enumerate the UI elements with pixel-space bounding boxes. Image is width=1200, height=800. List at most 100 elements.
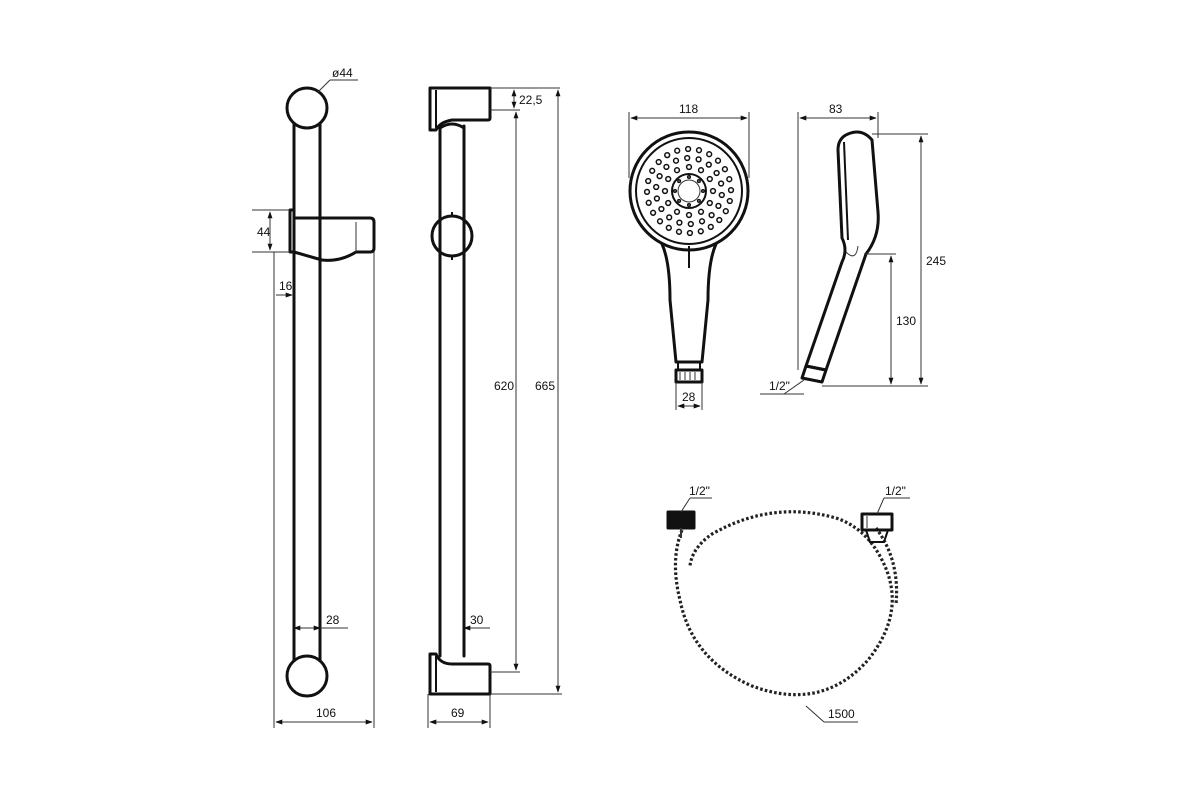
slide-bar-side-view: 22,5 620 665 30 69: [427, 86, 562, 728]
nozzle-hole: [663, 163, 670, 171]
nozzle-hole: [706, 151, 713, 158]
dim-head-connector: 28: [682, 390, 696, 404]
spray-nozzles: [643, 145, 735, 237]
nozzle-hole: [706, 175, 713, 183]
nozzle-hole: [673, 208, 681, 215]
nozzle-hole: [649, 167, 656, 174]
nozzle-hole: [697, 167, 705, 174]
hand-shower-front-view: 118 28: [628, 102, 750, 410]
dim-hose-length: 1500: [828, 707, 855, 721]
top-round-end: [285, 86, 329, 130]
dim-hose-thread-left: 1/2": [689, 484, 710, 498]
slide-bar-front-view: ø44 44 16 28 106: [252, 66, 376, 728]
nozzle-hole: [661, 187, 669, 195]
nozzle-hole: [707, 223, 714, 231]
nozzle-hole: [698, 218, 706, 225]
hose-left-nut: [666, 510, 696, 530]
center-nozzle-hole: [672, 188, 678, 194]
nozzle-hole: [714, 157, 722, 164]
nozzle-hole: [658, 205, 665, 213]
nozzle-hole: [686, 229, 694, 237]
dim-side-depth: 83: [829, 102, 843, 116]
nozzle-hole: [672, 157, 680, 164]
center-nozzle-hole: [700, 188, 706, 194]
hose-coil: [673, 510, 894, 697]
nozzle-hole: [726, 197, 733, 205]
center-nozzle-hole: [686, 202, 692, 208]
nozzle-hole: [721, 166, 729, 173]
center-nozzle-hole: [686, 174, 692, 180]
nozzle-hole: [716, 216, 723, 224]
shower-hose: 1/2" 1/2" 1500: [666, 484, 910, 723]
shower-head-outer: [628, 130, 750, 252]
nozzle-hole: [717, 180, 725, 187]
nozzle-hole: [676, 219, 683, 226]
nozzle-hole: [665, 224, 672, 231]
bottom-round-end: [285, 654, 329, 698]
nozzle-hole: [665, 199, 672, 207]
nozzle-hole: [673, 167, 681, 174]
nozzle-hole: [664, 151, 671, 159]
center-nozzle-hole: [696, 198, 701, 203]
dim-bar-total-length: 665: [535, 379, 555, 393]
nozzle-hole: [655, 158, 662, 166]
nozzle-hole: [685, 211, 693, 219]
nozzle-hole: [706, 199, 713, 207]
dim-bar-total-width: 106: [316, 706, 336, 720]
nozzle-hole: [695, 147, 703, 154]
nozzle-hole: [666, 214, 673, 221]
nozzle-hole: [705, 161, 712, 168]
nozzle-hole: [653, 195, 661, 202]
dim-bar-offset: 16: [279, 279, 293, 293]
nozzle-hole: [665, 175, 672, 183]
center-nozzle-hole: [677, 179, 682, 184]
dim-side-handle: 130: [896, 314, 916, 328]
shower-connector: [674, 368, 704, 384]
nozzle-hole: [656, 172, 663, 180]
side-thread: [800, 364, 828, 384]
dim-bar-tube-width: 28: [326, 613, 340, 627]
nozzle-hole: [649, 209, 657, 216]
nozzle-hole: [685, 163, 693, 171]
nozzle-hole: [684, 145, 692, 153]
bottom-wall-bracket: [428, 652, 492, 696]
slider-knob: [430, 214, 474, 258]
nozzle-hole: [713, 169, 720, 177]
nozzle-hole: [718, 191, 725, 199]
dim-side-height: 245: [926, 254, 946, 268]
nozzle-hole: [645, 177, 652, 185]
dim-bar-slider-height: 44: [257, 225, 271, 239]
nozzle-hole: [695, 156, 702, 163]
dim-bracket-depth: 69: [451, 706, 465, 720]
dim-side-thread: 1/2": [769, 379, 790, 393]
dim-hose-thread-right: 1/2": [885, 484, 906, 498]
nozzle-hole: [722, 208, 729, 215]
nozzle-hole: [645, 199, 652, 206]
dim-bar-round-diameter: ø44: [332, 66, 353, 80]
nozzle-hole: [709, 187, 717, 195]
shower-head-center: [671, 173, 707, 209]
nozzle-hole: [697, 208, 705, 215]
center-nozzle-hole: [696, 179, 701, 184]
dim-head-diameter: 118: [679, 102, 698, 116]
top-wall-bracket: [428, 86, 492, 132]
nozzle-hole: [715, 202, 722, 210]
slider-holder: [288, 208, 376, 262]
nozzle-hole: [727, 186, 735, 194]
nozzle-hole: [653, 183, 660, 191]
shower-side-body: [804, 130, 880, 372]
nozzle-hole: [674, 147, 681, 154]
center-nozzle-hole: [677, 198, 682, 203]
nozzle-hole: [684, 154, 691, 162]
dim-bracket-height: 22,5: [519, 93, 543, 107]
hand-shower-side-view: 83 245 130 1/2": [760, 102, 946, 395]
dim-bar-length: 620: [494, 379, 514, 393]
nozzle-hole: [643, 188, 651, 196]
dim-bracket-tube: 30: [470, 613, 484, 627]
nozzle-hole: [687, 220, 694, 228]
nozzle-hole: [726, 176, 733, 183]
nozzle-hole: [675, 228, 683, 235]
nozzle-hole: [697, 228, 704, 235]
nozzle-hole: [656, 218, 664, 225]
